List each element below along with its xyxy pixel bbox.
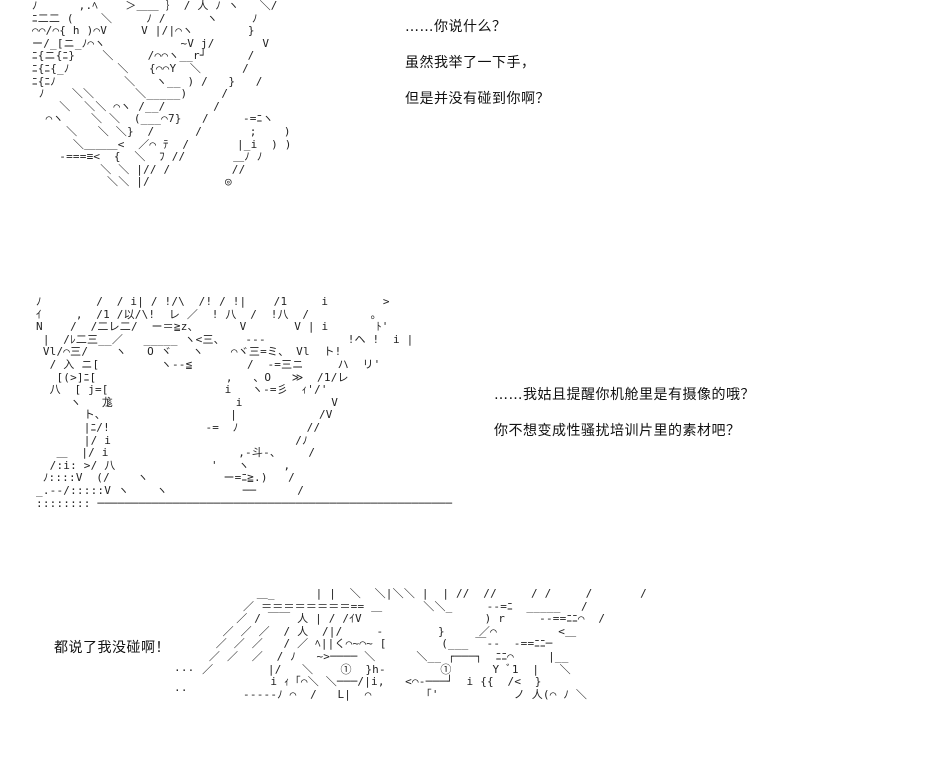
dialogue-line: ……你说什么？	[405, 19, 507, 35]
ascii-art-line: ＼＿＿＿< ／⌒ ﾃ / |_i ) )	[32, 137, 292, 151]
dialogue-line: ……我姑且提醒你机舱里是有摄像的哦？	[494, 387, 755, 403]
ascii-art-line: |/ i /ﾉ	[36, 433, 308, 447]
ascii-art-line: ヽ 尨 i V	[36, 395, 339, 409]
ascii-art-line: ﾉ / / i| / !/\ /! / !| /1 i >	[36, 296, 390, 308]
panel-2: ﾉ / / i| / !/\ /! / !| /1 i >ｲ , /1 /以/\…	[30, 296, 710, 586]
panel-1-dialogue: ……你说什么？ 虽然我举了一下手， 但是并没有碰到你啊？	[405, 16, 550, 108]
ascii-art-line: ﾆ{ﾆﾉ ＼ ヽ__ ) / } /	[32, 74, 263, 88]
panel-3: ＿_ | | ＼ ＼|＼＼ | | // // / / / /￣￣￣ ／ ＝＝＝…	[168, 588, 788, 760]
ascii-art-line: :::::::: ───────────────────────────────…	[36, 496, 453, 510]
panel-3-side-mark: ..	[174, 681, 188, 694]
dialogue-line: 都说了我没碰啊！	[54, 640, 170, 656]
ascii-art-line: _.--/:::::V ヽ ヽ ── /	[36, 483, 305, 497]
ascii-art-line: i ｨ「⌒＼ ＼───/|i, <⌒-───┘ i {{ /< }	[168, 675, 542, 689]
ascii-art-line: ⌒ヽ ＼ ＼ (___⌒7} / -=ﾆヽ	[32, 112, 274, 126]
ascii-art-line: 八 [ j=[ i ヽ-=彡 ｨ'/'	[36, 383, 328, 397]
ascii-art-line: ＿_ | | ＼ ＼|＼＼ | | // // / / / /￣￣￣	[168, 588, 681, 600]
ascii-art-line: / 入 ニ[ ヽ--≦ / -=三ニ ハ リ'	[36, 357, 381, 371]
ascii-art-line: ＼ ＼ ＼} / / ; )	[32, 124, 291, 138]
panel-3-dialogue: 都说了我没碰啊！	[54, 637, 170, 657]
ascii-art-line: ﾉ::::V (/ ヽ ー=ﾆ≧.) /	[36, 471, 295, 485]
ascii-art-line: |ﾆ/! -= ﾉ //	[36, 420, 321, 434]
ascii-art-line: ／ |/ ＼ ① }h- ① Y ﾞ1 | ＼	[168, 662, 571, 676]
ascii-art-line: ﾉ ,.ﾍ ＞＿＿ ｝ / 人 ﾉ ヽ ＼/	[32, 0, 278, 12]
panel-3-ascii-art: ＿_ | | ＼ ＼|＼＼ | | // // / / / /￣￣￣ ／ ＝＝＝…	[168, 588, 681, 701]
ascii-art-line: ／ / ￣￣ 人 | / /ｲV ) r --==ﾆﾆ⌒ /	[168, 612, 606, 626]
dialogue-line: 你不想变成性骚扰培训片里的素材吧？	[494, 423, 741, 439]
ascii-art-line: ⌒⌒/⌒{ h )⌒V V |/|⌒ヽ }	[32, 24, 255, 38]
ascii-art-line: ト､ | /V	[36, 408, 333, 422]
panel-1: ﾉ ,.ﾍ ＞＿＿ ｝ / 人 ﾉ ヽ ＼/ﾆ二二 ( ＼ ﾉ / ヽ ﾉ⌒⌒/…	[0, 0, 658, 262]
ascii-art-line: Vl/⌒三/ ヽ O ヾ ヽ ⌒ヾ三=ミ、 Vl ト!	[36, 345, 342, 359]
ascii-art-line: ＿ |/ i ,-斗-、 /	[36, 446, 316, 460]
ascii-art-line: N / /二レ二/ ー＝≧z、 V V | i ﾄ'	[36, 320, 389, 334]
panel-1-ascii-art: ﾉ ,.ﾍ ＞＿＿ ｝ / 人 ﾉ ヽ ＼/ﾆ二二 ( ＼ ﾉ / ヽ ﾉ⌒⌒/…	[32, 0, 292, 189]
ascii-art-line: -----ﾉ ⌒ / L| ⌒ ｢' ノ 人(⌒ ﾉ ＼	[168, 687, 588, 701]
ascii-art-line: ＼＼ |/ ◎	[32, 175, 232, 189]
ascii-art-line: ／ ＝＝＝＝＝＝＝＝== ＿ ＼＼_ --=ﾆ _____ /	[168, 599, 588, 613]
ascii-art-line: ﾆ二二 ( ＼ ﾉ / ヽ ﾉ	[32, 11, 258, 25]
ascii-art-line: ＼ ＼ |// / //	[32, 162, 246, 176]
panel-3-side-mark: ...	[174, 661, 195, 674]
ascii-art-line: ／ ／ ／ / ﾉ ~>──── ＼ ＼__ ┌───┐ ﾆﾆ⌒ |__	[168, 649, 569, 663]
panel-2-ascii-art: ﾉ / / i| / !/\ /! / !| /1 i >ｲ , /1 /以/\…	[36, 296, 452, 510]
ascii-art-line: ｲ , /1 /以/\! レ ／ ! 八 / !八 / ｡	[36, 307, 377, 321]
dialogue-line: 但是并没有碰到你啊？	[405, 91, 550, 107]
ascii-art-line: ／ ／ ／ / 人 /|/ - } ／⌒ <＿	[168, 624, 577, 638]
ascii-art-line: ／ ／ ／ / ／ ﾍ||く⌒~⌒~ [ (___ ￣-- -==ﾆﾆ─	[168, 637, 553, 651]
ascii-art-line: ﾉ ＼＼ ＼_____) /	[32, 87, 229, 101]
dialogue-line: 虽然我举了一下手，	[405, 55, 536, 71]
ascii-art-line: | /ﾚ二三__／ _____ ヽ<三、 --- !ヘ ! i |	[36, 332, 414, 346]
ascii-art-line: ＼ ＼＼ ⌒ヽ /__/ /	[32, 99, 221, 113]
ascii-art-line: /:i: >/ 八 ' ヽ ,	[36, 458, 291, 472]
panel-2-dialogue: ……我姑且提醒你机舱里是有摄像的哦？ 你不想变成性骚扰培训片里的素材吧？	[494, 384, 755, 440]
ascii-art-line: -===≡< { ＼ ﾌ // ＿ﾉ ﾉ	[32, 150, 263, 164]
ascii-art-line: ﾆ{ﾆ{_ﾉ ＼ {⌒⌒Y ＼ /	[32, 61, 249, 75]
ascii-art-line: [(>]ﾆ[ , 、O ≫ /1/レ	[36, 370, 349, 384]
ascii-art-line: ー/_[ニ_ﾉ⌒ヽ ~V j/ V	[32, 36, 270, 50]
ascii-art-line: ﾆ{ニ{ﾆ} ＼ /⌒⌒ヽ__r┘ /	[32, 49, 255, 63]
